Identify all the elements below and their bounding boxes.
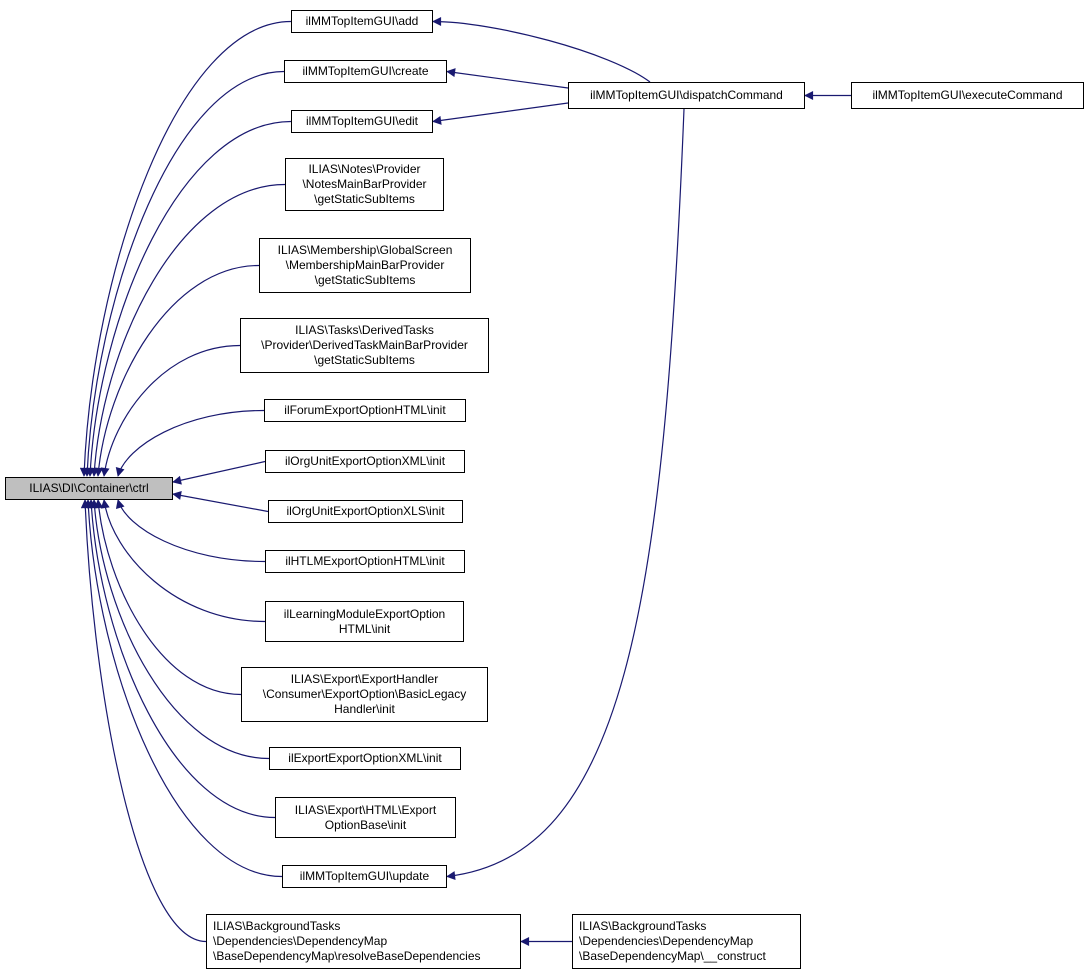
node-resolve-base-dependencies[interactable]: ILIAS\BackgroundTasks \Dependencies\Depe… [206, 914, 521, 969]
node-label: ilExportExportOptionXML\init [288, 751, 442, 765]
node-export-handler[interactable]: ILIAS\Export\ExportHandler \Consumer\Exp… [241, 667, 488, 722]
edge-dispatch-to-edit [432, 102, 569, 125]
node-label: ilOrgUnitExportOptionXML\init [284, 454, 446, 468]
edge-exphtml-to-root [86, 499, 276, 819]
node-label: ILIAS\Membership\GlobalScreen \Membershi… [277, 243, 453, 287]
edge-orgxls-to-root [172, 491, 269, 513]
edge-lm-to-root [100, 499, 266, 623]
node-label: ILIAS\Notes\Provider \NotesMainBarProvid… [302, 162, 427, 206]
node-learning-module-export[interactable]: ilLearningModuleExportOption HTML\init [265, 601, 464, 642]
edge-dispatch-to-update [446, 108, 685, 881]
node-label: ILIAS\Export\ExportHandler \Consumer\Exp… [262, 672, 467, 716]
node-label: ilMMTopItemGUI\update [299, 869, 430, 883]
node-label: ILIAS\Export\HTML\Export OptionBase\init [294, 802, 437, 832]
node-label: ILIAS\BackgroundTasks \Dependencies\Depe… [213, 919, 481, 963]
edge-add-to-root [79, 20, 292, 477]
node-label: ilMMTopItemGUI\add [305, 14, 419, 28]
node-membership-provider[interactable]: ILIAS\Membership\GlobalScreen \Membershi… [259, 238, 471, 293]
node-label: ilOrgUnitExportOptionXLS\init [286, 504, 445, 518]
node-label: ilMMTopItemGUI\edit [305, 114, 419, 128]
edge-htlm-to-root [115, 499, 266, 563]
edge-exphandler-to-root [94, 499, 242, 696]
edge-dispatch-to-create [446, 68, 569, 89]
edge-orgxml-to-root [172, 460, 266, 485]
edge-expxml-to-root [90, 499, 270, 760]
node-create[interactable]: ilMMTopItemGUI\create [284, 60, 447, 83]
edge-forum-to-root [115, 409, 265, 477]
edge-tasks-to-root [100, 344, 241, 477]
node-tasks-provider[interactable]: ILIAS\Tasks\DerivedTasks \Provider\Deriv… [240, 318, 489, 373]
node-label: ILIAS\Tasks\DerivedTasks \Provider\Deriv… [261, 323, 468, 367]
edge-membership-to-root [94, 264, 260, 477]
node-base-dependency-map-construct[interactable]: ILIAS\BackgroundTasks \Dependencies\Depe… [572, 914, 801, 969]
node-label: ilForumExportOptionHTML\init [284, 403, 446, 417]
node-notes-provider[interactable]: ILIAS\Notes\Provider \NotesMainBarProvid… [285, 158, 444, 211]
node-label: ilHTLMExportOptionHTML\init [285, 554, 445, 568]
node-export-html-base[interactable]: ILIAS\Export\HTML\Export OptionBase\init [275, 797, 456, 838]
node-label: ilMMTopItemGUI\executeCommand [872, 88, 1063, 102]
node-root: ILIAS\DI\Container\ctrl [5, 477, 173, 500]
node-add[interactable]: ilMMTopItemGUI\add [291, 10, 433, 33]
node-edit[interactable]: ilMMTopItemGUI\edit [291, 110, 433, 133]
node-label: ILIAS\BackgroundTasks \Dependencies\Depe… [579, 919, 766, 963]
node-label: ilMMTopItemGUI\create [302, 64, 429, 78]
node-orgunit-xls[interactable]: ilOrgUnitExportOptionXLS\init [268, 500, 463, 523]
node-orgunit-xml[interactable]: ilOrgUnitExportOptionXML\init [265, 450, 465, 473]
node-htlm-export[interactable]: ilHTLMExportOptionHTML\init [265, 550, 465, 573]
node-label: ILIAS\DI\Container\ctrl [29, 481, 149, 495]
edge-bgresolve-to-root [80, 499, 207, 943]
edge-update-to-root [83, 499, 283, 878]
node-label: ilMMTopItemGUI\dispatchCommand [590, 88, 783, 102]
edge-notes-to-root [90, 183, 286, 477]
node-execute-command[interactable]: ilMMTopItemGUI\executeCommand [851, 82, 1084, 109]
node-dispatch-command[interactable]: ilMMTopItemGUI\dispatchCommand [568, 82, 805, 109]
node-label: ilLearningModuleExportOption HTML\init [283, 606, 446, 636]
node-update[interactable]: ilMMTopItemGUI\update [282, 865, 447, 888]
node-forum-export[interactable]: ilForumExportOptionHTML\init [264, 399, 466, 422]
edge-edit-to-root [85, 120, 292, 477]
edge-dispatch-to-add [432, 17, 651, 83]
node-export-xml[interactable]: ilExportExportOptionXML\init [269, 747, 461, 770]
edge-create-to-root [82, 70, 285, 477]
